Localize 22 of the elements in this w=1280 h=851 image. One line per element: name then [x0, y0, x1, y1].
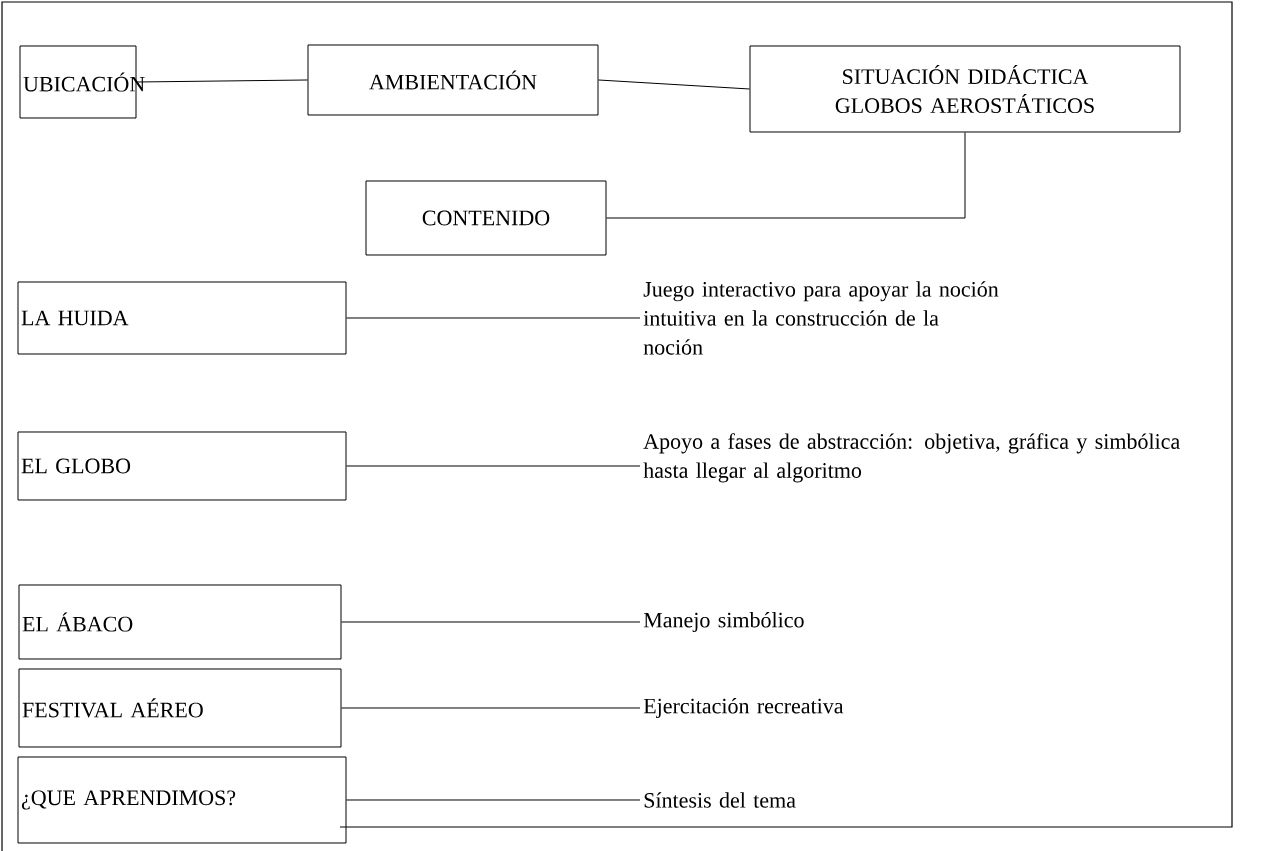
label-box: FESTIVAL AÉREO [18, 668, 342, 748]
description-text: Manejo simbólico [643, 612, 804, 632]
connector-line [346, 317, 641, 319]
label-box: EL GLOBO [17, 431, 347, 501]
connector-line [346, 465, 641, 467]
connector-line [341, 621, 641, 623]
description-text: Síntesis del tema [644, 792, 796, 808]
connector-line [346, 799, 641, 801]
label-box: EL ÁBACO [18, 584, 342, 660]
connector-line [606, 132, 966, 219]
connector-line [598, 79, 750, 90]
label-box: SITUACIÓN DIDÁCTICA GLOBOS AEROSTÁTICOS [749, 45, 1181, 133]
description-text: Ejercitación recreativa [643, 698, 844, 718]
label-box: ¿QUE APRENDIMOS? [17, 756, 347, 844]
connector-line [341, 707, 641, 709]
label-box: CONTENIDO [365, 180, 607, 256]
label-box: LA HUIDA [17, 281, 347, 355]
label-box: AMBIENTACIÓN [307, 44, 599, 116]
label-box: UBICACIÓN [19, 45, 145, 119]
description-text: Juego interactivo para apoyar la noción intuitiva en la construcción de la noción [643, 281, 999, 355]
connector-line [136, 79, 308, 83]
description-text: Apoyo a fases de abstracción: objetiva, gráfica y simbólica hasta llegar al algoritmo [643, 433, 1180, 483]
